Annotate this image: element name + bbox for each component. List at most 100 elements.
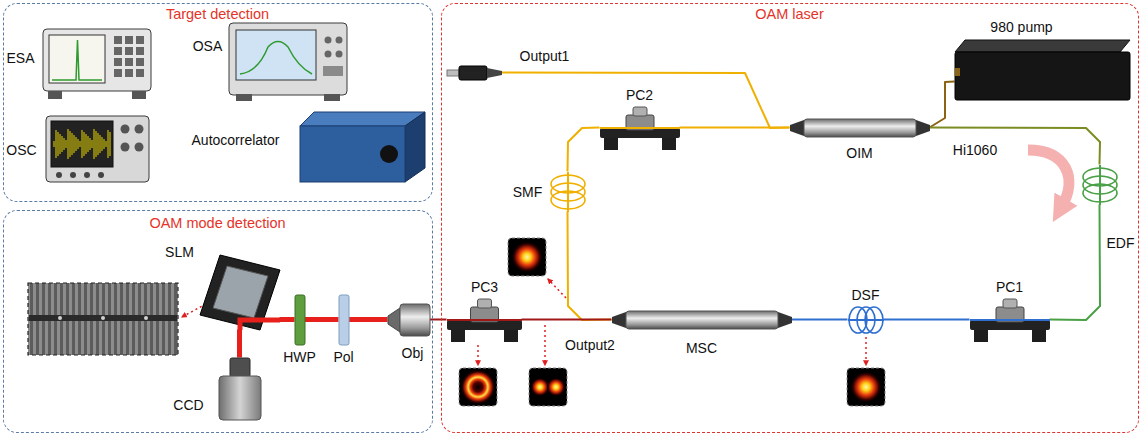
signal-trace [53, 141, 54, 147]
box-top [300, 112, 425, 126]
spectrum-analyzer-icon [42, 28, 152, 100]
polarizer: Pol [339, 295, 349, 345]
hologram-dot [144, 316, 148, 320]
instrument-key [136, 47, 144, 55]
lobe-mode [531, 378, 549, 396]
optic-plate [339, 295, 349, 345]
lobe-mode [547, 378, 565, 396]
instrument-key [136, 69, 144, 77]
component-label: Output1 [520, 47, 570, 63]
signal-trace [75, 137, 76, 151]
component-label: Autocorrelator [192, 131, 280, 147]
objective-body [400, 304, 430, 336]
fiber-segment [447, 319, 522, 321]
instrument-key [323, 66, 343, 76]
signal-trace [109, 132, 110, 156]
fiber-coil: DSF [848, 306, 884, 334]
fiber-coil: SMF [550, 172, 586, 212]
fiber-coil-icon [848, 306, 884, 334]
oscilloscope-icon [45, 115, 150, 189]
instrument-foot [48, 91, 62, 99]
component-label: OSA [193, 37, 223, 53]
component-label: PC1 [996, 278, 1023, 294]
fiber-segment [970, 319, 1050, 321]
dashed-panel: Target detectionESAOSAOSCAutocorrelator [3, 3, 433, 202]
instrument-knob [324, 36, 331, 43]
ccd-camera-icon [215, 358, 265, 420]
mode-inset [529, 368, 567, 406]
connector-ferrule [447, 70, 459, 76]
camera-body [219, 376, 261, 420]
controller-foot [504, 328, 518, 342]
laser-beam [305, 317, 339, 322]
component-label: EDF [1107, 234, 1135, 250]
component-label: PC2 [626, 86, 653, 102]
direction-arrow [1028, 150, 1069, 206]
dashed-panel: OAM laser 980 pump Output1PC2OIM SMF EDF MSC D… [441, 3, 1139, 433]
fiber-segment [848, 319, 884, 321]
input-aperture [380, 145, 398, 163]
fiber-coil: EDF [1082, 165, 1118, 205]
objective-lens-icon [388, 303, 430, 337]
hologram-inset [28, 283, 178, 355]
optical-fiber [792, 319, 848, 321]
signal-trace [87, 136, 88, 152]
instrument-port [98, 172, 104, 178]
pump-laser: 980 pump [955, 40, 1130, 100]
fiber-connector-icon [447, 64, 502, 82]
laser-beam [280, 317, 295, 322]
component-label: CCD [173, 396, 203, 412]
fiber-segment [567, 172, 569, 212]
fiber-coupler-icon [790, 119, 930, 137]
instrument-port [56, 172, 62, 178]
instrument-key [125, 58, 133, 66]
coupler-taper [612, 312, 626, 328]
slm-frame [200, 255, 280, 330]
pointer-arrow [544, 325, 546, 365]
mode-inset [459, 368, 497, 406]
oscilloscope: OSC [45, 115, 150, 189]
instrument-knob [134, 124, 143, 133]
signal-trace [101, 137, 102, 151]
spatial-light-modulator: SLM [200, 255, 280, 330]
wave-plate-icon [295, 295, 305, 345]
ccd-camera: CCD [215, 358, 265, 420]
polarization-controller-icon [600, 106, 680, 150]
signal-trace [89, 138, 90, 150]
signal-trace [107, 130, 108, 158]
instrument-port [70, 172, 76, 178]
instrument-key [114, 36, 122, 44]
signal-trace [65, 140, 66, 148]
controller-foot [604, 136, 618, 150]
optical-fiber [1050, 205, 1101, 321]
controller-foot [1032, 328, 1046, 342]
component-label: MSC [686, 339, 717, 355]
dashed-panel: OAM mode detectionSLMHWPPolObjCCD [3, 210, 433, 433]
component-label: OSC [6, 141, 36, 157]
autocorrelator-icon [300, 112, 425, 182]
signal-trace [63, 138, 64, 150]
polarization-controller: PC2 [600, 106, 680, 150]
fiber-connector: Output1 [447, 64, 502, 82]
objective-lens: Obj [388, 303, 430, 337]
fiber-segment [600, 127, 680, 129]
instrument-screen [49, 35, 105, 83]
instrument-key [114, 58, 122, 66]
coupler-taper [790, 120, 804, 136]
signal-trace [55, 130, 56, 158]
optical-fiber [930, 82, 955, 128]
instrument-knob [120, 142, 129, 151]
signal-trace [103, 139, 104, 149]
instrument-key [125, 69, 133, 77]
panel-title: OAM laser [755, 5, 824, 22]
signal-trace [85, 134, 86, 154]
coupler-body [804, 119, 916, 137]
fiber-coupler: MSC [612, 311, 792, 329]
hologram-band [29, 315, 177, 321]
component-label: OIM [846, 144, 872, 160]
component-label: DSF [852, 286, 880, 302]
signal-trace [79, 141, 80, 147]
optical-fiber [930, 128, 1101, 165]
controller-foot [662, 136, 676, 150]
autocorrelator: Autocorrelator [300, 112, 425, 182]
